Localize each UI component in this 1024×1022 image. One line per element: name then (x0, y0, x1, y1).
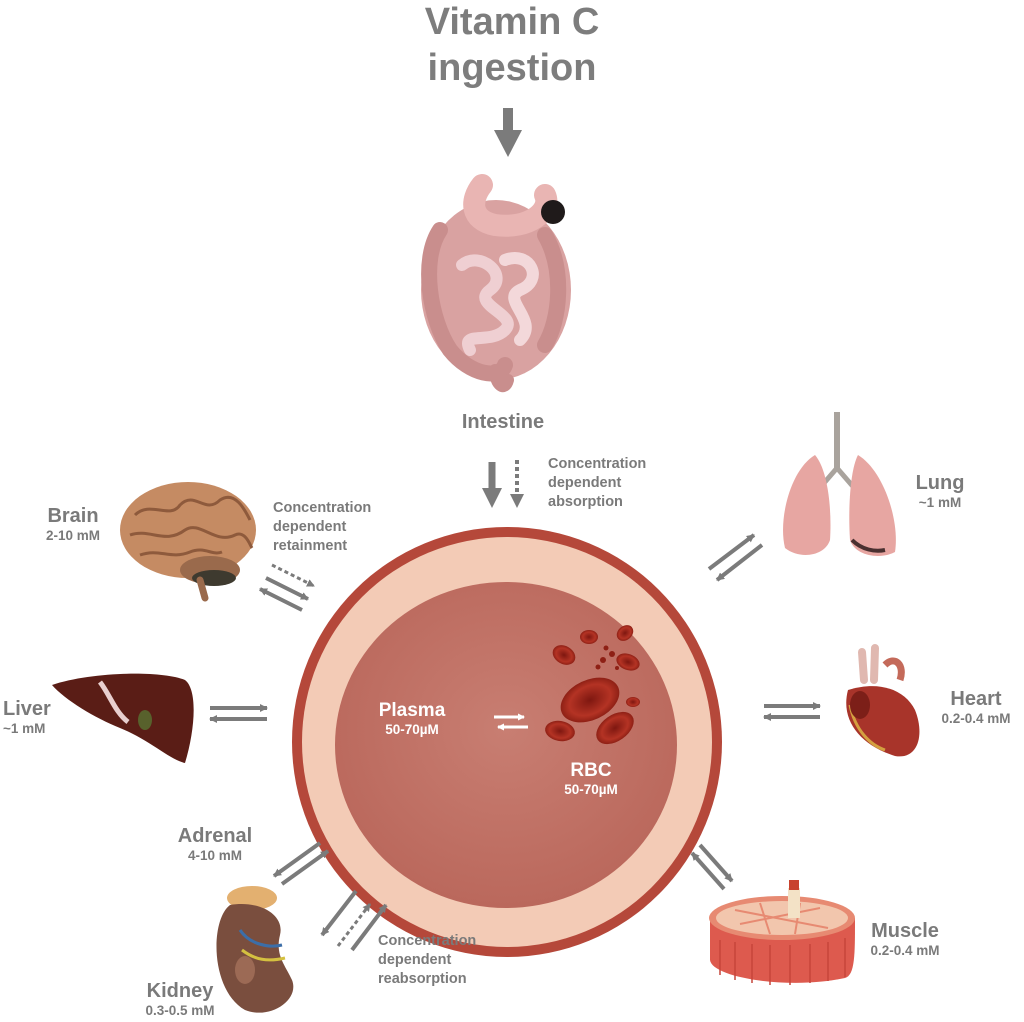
kidney-arrows (320, 889, 388, 952)
title-line-2: ingestion (427, 46, 597, 89)
brain-arrows (259, 563, 315, 612)
liver-arrows (209, 704, 268, 723)
lung-label: Lung ~1 mM (915, 472, 965, 510)
brain-icon (120, 482, 256, 602)
ingestion-arrow (494, 108, 522, 157)
title-line-1: Vitamin C (424, 1, 600, 43)
blood-vessel (292, 527, 722, 957)
brain-label: Brain 2-10 mM (45, 505, 101, 543)
liver-label: Liver ~1 mM (3, 698, 51, 736)
muscle-arrows (690, 843, 734, 891)
muscle-icon (709, 880, 855, 985)
heart-arrows (763, 702, 821, 721)
plasma-area (335, 582, 677, 908)
adrenal-arrows (272, 841, 330, 886)
absorption-arrows (482, 460, 524, 508)
page-title: Vitamin C ingestion (0, 0, 1024, 91)
lung-arrows (707, 533, 764, 582)
rbc-label: RBC 50-70µM (564, 760, 618, 797)
kidney-icon (216, 886, 294, 1013)
heart-icon (846, 644, 920, 757)
retainment-note: Concentration dependent retainment (273, 500, 372, 554)
plasma-rbc-arrows (494, 713, 528, 731)
kidney-label: Kidney 0.3-0.5 mM (145, 980, 215, 1018)
liver-icon (52, 673, 194, 763)
heart-label: Heart 0.2-0.4 mM (941, 688, 1011, 726)
red-blood-cells-icon (545, 625, 640, 745)
plasma-label: Plasma 50-70µM (378, 700, 446, 737)
adrenal-label: Adrenal 4-10 mM (177, 825, 253, 863)
intestine-label: Intestine (461, 411, 545, 433)
lung-icon (783, 412, 896, 556)
intestine-icon (421, 174, 571, 392)
absorption-note: Concentration dependent absorption (548, 456, 647, 510)
reabsorption-note: Concentration dependent reabsorption (378, 933, 477, 987)
muscle-label: Muscle 0.2-0.4 mM (870, 920, 940, 958)
